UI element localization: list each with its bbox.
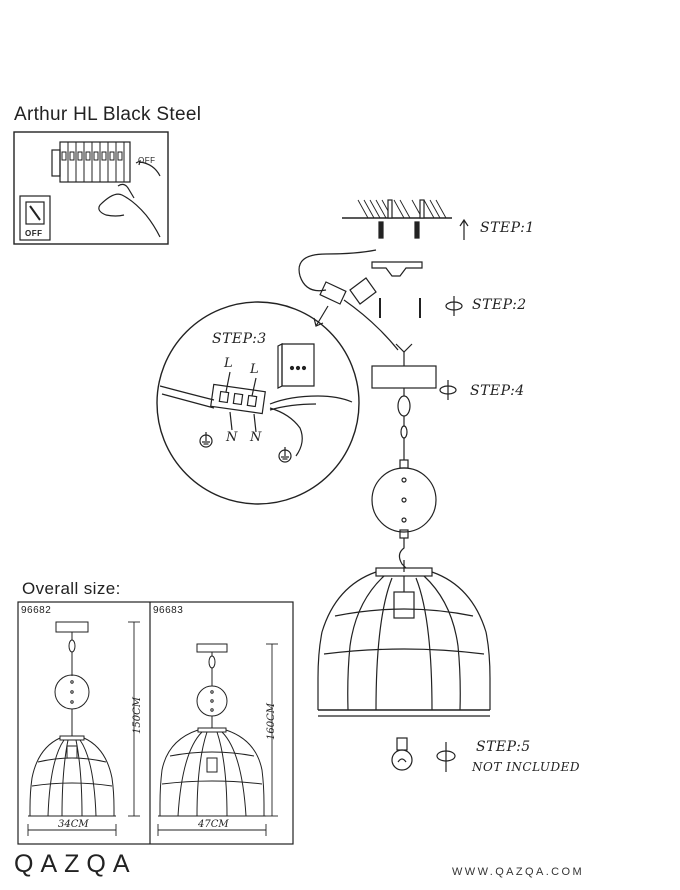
ceramic-disc: [371, 459, 437, 539]
chain: [397, 388, 411, 460]
switch-off-label: OFF: [25, 229, 43, 238]
small-lamp-96683: [158, 643, 266, 817]
wall-plug-icon: [378, 221, 420, 239]
step-5-label: STEP:5: [476, 739, 531, 755]
power-switch-panel: [13, 131, 169, 245]
mounting-bracket: [371, 261, 423, 277]
up-arrow-icon: [459, 218, 469, 240]
neutral-label-2: N: [250, 430, 262, 445]
wall-switch-icon: [19, 195, 51, 241]
step-4-label: STEP:4: [470, 383, 525, 399]
ceiling-canopy: [371, 343, 437, 389]
variant-2-height: 160CM: [266, 703, 277, 740]
rotate-arrow-icon: [436, 742, 456, 772]
step-5-note: NOT INCLUDED: [472, 760, 581, 774]
power-cable: [298, 249, 377, 292]
hook: [398, 538, 407, 572]
live-label-2: L: [250, 362, 259, 377]
small-lamp-96682: [28, 621, 116, 817]
ground-symbol-icon: [199, 432, 292, 463]
variant-2-width: 47CM: [198, 819, 229, 830]
light-bulb-icon: [391, 737, 413, 771]
variant-code-2: 96683: [153, 605, 184, 616]
callout-arrow: [313, 305, 329, 327]
variant-1-width: 34CM: [58, 819, 89, 830]
live-label-1: L: [224, 356, 233, 371]
step-3-label: STEP:3: [212, 331, 267, 347]
rotate-arrow-icon: [445, 296, 463, 316]
overall-size-heading: Overall size:: [22, 579, 121, 598]
dimension-lines-96682: [27, 621, 140, 836]
brand-logo: QAZQA: [14, 850, 137, 878]
screw-icon: [379, 298, 421, 318]
neutral-label-1: N: [226, 430, 238, 445]
variant-code-1: 96682: [21, 605, 52, 616]
website-link[interactable]: WWW.QAZQA.COM: [452, 866, 585, 878]
rotate-arrow-icon: [439, 380, 457, 400]
wiring-detail-circle: [156, 301, 360, 505]
step-1-label: STEP:1: [480, 220, 535, 236]
pendant-shade-cage: [317, 567, 491, 717]
product-title: Arthur HL Black Steel: [14, 104, 202, 125]
dimension-lines-96683: [157, 643, 278, 836]
step-2-label: STEP:2: [472, 297, 527, 313]
ceiling: [342, 199, 452, 219]
overall-size-panel: [17, 601, 294, 845]
off-label: OFF: [138, 156, 156, 165]
variant-1-height: 150CM: [132, 697, 143, 734]
terminal-block: [319, 277, 399, 351]
